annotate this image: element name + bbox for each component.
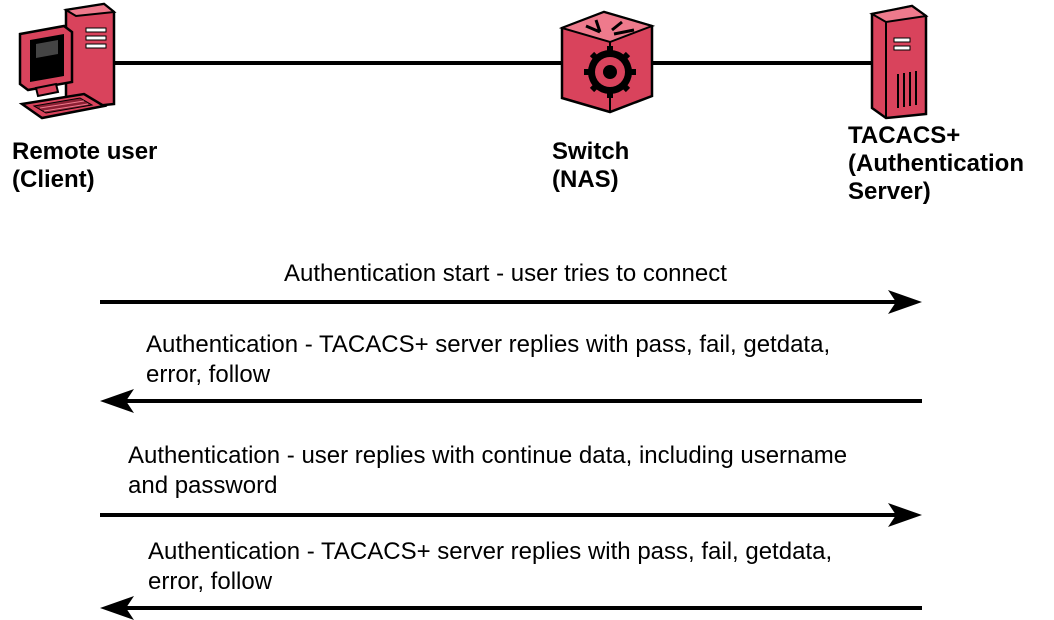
router-switch-icon <box>558 10 656 114</box>
message-label: Authentication - TACACS+ server replies … <box>146 331 831 388</box>
computer-icon <box>18 2 117 120</box>
message-label: Authentication - user replies with conti… <box>128 442 848 499</box>
arrow-left <box>100 389 922 413</box>
node-label-client: Remote user (Client) <box>12 138 158 193</box>
message-label: Authentication start - user tries to con… <box>284 260 727 287</box>
server-icon <box>869 4 929 120</box>
arrow-left <box>100 596 922 620</box>
arrow-right <box>100 503 922 527</box>
node-label-switch: Switch (NAS) <box>552 138 630 193</box>
arrow-right <box>100 290 922 314</box>
node-label-server: TACACS+ (Authentication Server) <box>848 122 1024 205</box>
message-label: Authentication - TACACS+ server replies … <box>148 538 833 595</box>
